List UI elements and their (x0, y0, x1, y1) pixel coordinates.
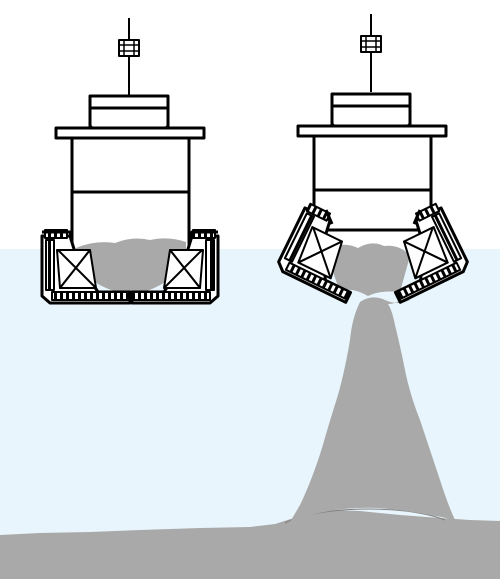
hull-half-right-open (393, 202, 469, 304)
mast-head-right (360, 35, 382, 53)
hull-right (312, 134, 433, 192)
barge-closed (40, 18, 220, 305)
hopper-sediment-left (76, 238, 186, 294)
seabed (0, 510, 500, 579)
hull-left (70, 136, 191, 194)
mast-head-left (118, 39, 140, 57)
barge-open (277, 14, 469, 304)
hull-half-left-open (277, 202, 353, 304)
discharge-plume (290, 250, 455, 522)
